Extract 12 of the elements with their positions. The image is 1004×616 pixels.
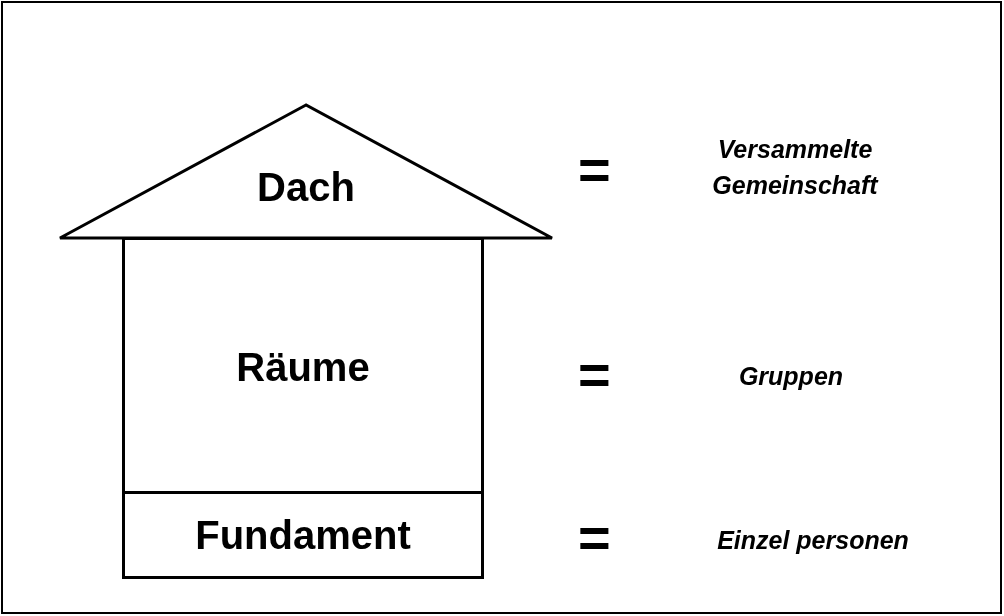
node-label: Dach [257,166,355,207]
meaning-text: Gruppen [737,361,845,392]
meaning-text: Einzel personen [716,525,910,556]
node-label: Fundament [195,515,411,555]
foundation-box [122,491,484,579]
equals-sign: = [578,510,611,566]
equals-sign: = [578,142,611,198]
meaning-text: Versammelte Gemeinschaft [711,134,880,201]
node-label: Räume [236,346,370,387]
roof-triangle [58,103,554,240]
equals-sign: = [578,347,611,403]
rooms-box [122,237,484,493]
